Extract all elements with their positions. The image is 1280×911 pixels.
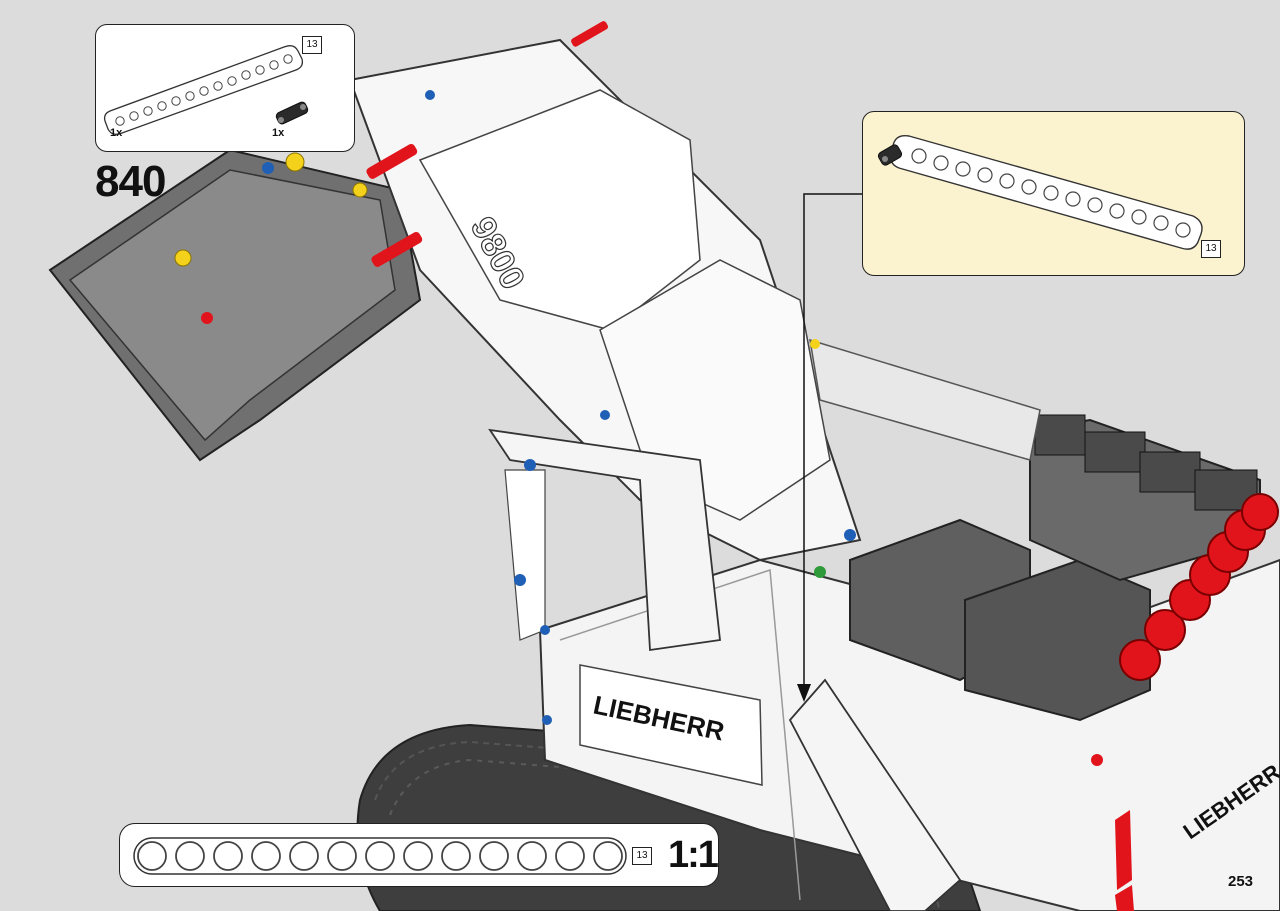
subassembly-callout: 13 bbox=[862, 111, 1245, 276]
scale-reference-callout: 13 bbox=[119, 823, 719, 887]
subassembly-length-tag: 13 bbox=[1201, 240, 1221, 258]
liebherr-plate: LIEBHERR bbox=[579, 664, 763, 786]
technic-beam-part bbox=[103, 45, 304, 135]
grille-deck bbox=[809, 338, 1041, 461]
scale-beam-illustration bbox=[133, 837, 627, 875]
step-number: 840 bbox=[95, 157, 166, 206]
red-cylinders bbox=[1119, 493, 1279, 681]
beam-quantity: 1x bbox=[110, 127, 123, 139]
scale-length-tag: 13 bbox=[632, 847, 652, 865]
axle-pin-connector-part bbox=[275, 101, 309, 125]
connector-quantity: 1x bbox=[272, 127, 285, 139]
parts-list-callout: 13 1x 1x bbox=[95, 24, 355, 152]
scale-label: 1:1 bbox=[668, 834, 719, 876]
pins bbox=[174, 21, 1103, 766]
attached-connector bbox=[877, 144, 903, 166]
subassembly-illustration bbox=[877, 135, 1203, 250]
parts-list-illustration bbox=[103, 45, 309, 135]
boom-arms: 9800 bbox=[348, 38, 862, 652]
page-number: 253 bbox=[1228, 873, 1254, 890]
beam-length-tag: 13 bbox=[302, 36, 322, 54]
placement-arrow bbox=[797, 193, 862, 702]
diagonal-brace bbox=[788, 678, 962, 911]
engine-blocks bbox=[849, 414, 1261, 722]
